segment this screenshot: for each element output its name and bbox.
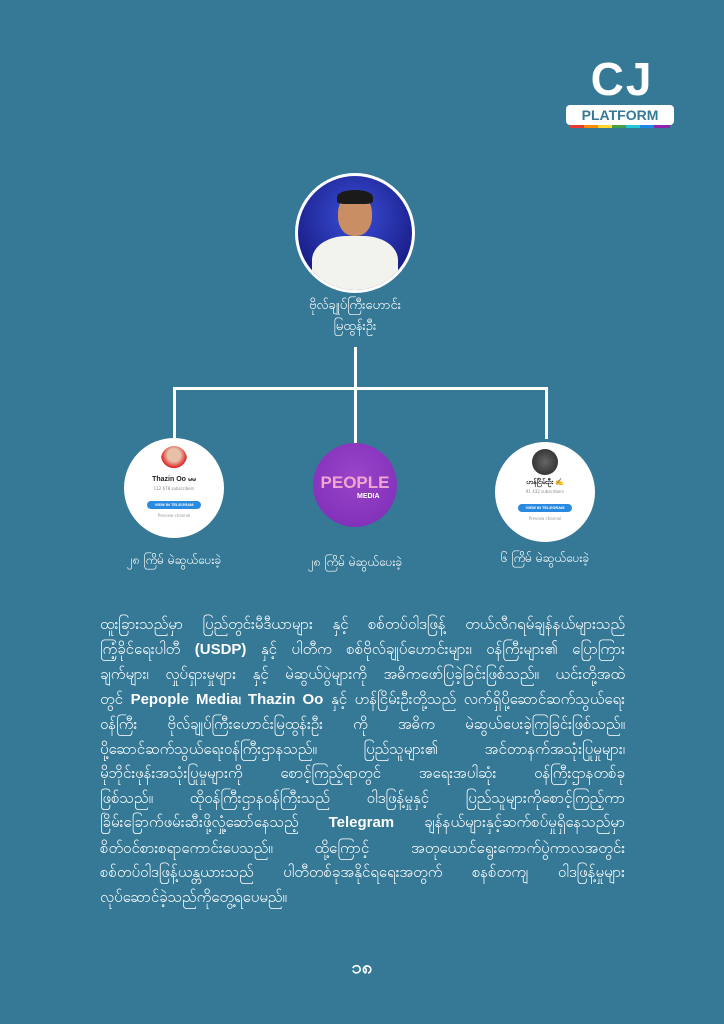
paragraph-line: တွင် Pepople Media၊ Thazin Oo နှင့် ဟန်င…: [100, 687, 625, 713]
tree-connector-middle: [354, 387, 357, 443]
text-segment: ဖြစ်သည်။ ထိုဝန်ကြီးဌာနဝန်ကြီးသည် ဝါဒဖြန့…: [100, 788, 625, 807]
channel-title: Thazin Oo မမ: [152, 476, 196, 483]
preview-channel-label: Preview channel: [157, 513, 191, 518]
caption-han-nyein-oo: ၆ ကြိမ် မဲဆွယ်ပေးခဲ့: [500, 551, 590, 565]
text-segment: နှင့် ဟန်ငြိမ်းဦးတို့သည် လက်ရှိပို့ဆောင်…: [323, 689, 625, 708]
paragraph-line: ကြံ့ခိုင်ရေးပါတီ (USDP) နှင့် ပါတီက စစ်ဗ…: [100, 637, 625, 663]
caption-thazin-oo: ၂၈ ကြိမ် မဲဆွယ်ပေးခဲ့: [126, 553, 222, 567]
tree-connector-left: [173, 387, 176, 439]
channel-avatar: [532, 449, 558, 475]
bold-text: Pepople Media၊ Thazin Oo: [130, 690, 324, 708]
text-segment: ချန်နယ်များနှင့်ဆက်စပ်မှုရှိနေသည်မှာ: [394, 813, 625, 831]
people-media-logo: PEOPLE MEDIA: [313, 443, 397, 527]
view-in-telegram-button[interactable]: VIEW IN TELEGRAM: [517, 504, 573, 512]
paragraph-line: လုပ်ဆောင်ခဲ့သည်ကိုတွေ့ရပေမည်။: [100, 885, 625, 910]
tree-connector-vertical: [354, 347, 357, 389]
bold-text: Telegram: [328, 814, 395, 831]
text-segment: စိတ်ဝင်စားစရာကောင်းပေသည်။ ထို့ကြောင့် အတ…: [100, 838, 625, 857]
channel-subscribers: 112 678 subscribers: [153, 486, 195, 491]
tree-connector-right: [545, 387, 548, 439]
minister-name-line2: မြထွန်းဦး: [333, 319, 377, 334]
preview-channel-label: Preview channel: [528, 516, 562, 521]
text-segment: ချက်များ၊ လှုပ်ရှားမှုများ နှင့် မဲဆွယ်ပ…: [100, 665, 625, 683]
paragraph-line: ဝန်ကြီး ဗိုလ်ချုပ်ကြီးဟောင်းမြထွန်းဦး ကိ…: [100, 712, 625, 737]
text-segment: စစ်တပ်ဝါဒဖြန့်ယန္တယားသည် ပါတီတစ်ခုအနိုင်…: [100, 863, 625, 881]
text-segment: ထူးခြားသည်မှာ ပြည်တွင်းမီဒီယာများ နှင့် …: [100, 615, 625, 633]
text-segment: လုပ်ဆောင်ခဲ့သည်ကိုတွေ့ရပေမည်။: [100, 887, 287, 906]
channel-title: ဟန်ငြိမ်းဦး ✍: [526, 479, 564, 486]
minister-portrait: [295, 173, 415, 293]
body-paragraph: ထူးခြားသည်မှာ ပြည်တွင်းမီဒီယာများ နှင့် …: [100, 612, 625, 909]
channel-card-han-nyein-oo: ဟန်ငြိမ်းဦး ✍ 91 432 subscribers VIEW IN…: [495, 442, 595, 542]
logo-platform: PLATFORM: [566, 105, 674, 125]
minister-name-line1: ဗိုလ်ချုပ်ကြီးဟောင်း: [308, 298, 402, 313]
caption-people-media: ၂၈ ကြိမ် မဲဆွယ်ပေးခဲ့: [307, 555, 403, 569]
paragraph-line: မိုဘိုင်းဖုန်းအသုံးပြုမှုများကို စောင့်က…: [100, 761, 625, 786]
paragraph-line: ချက်များ၊ လှုပ်ရှားမှုများ နှင့် မဲဆွယ်ပ…: [100, 662, 625, 687]
paragraph-line: စစ်တပ်ဝါဒဖြန့်ယန္တယားသည် ပါတီတစ်ခုအနိုင်…: [100, 860, 625, 885]
paragraph-line: ပို့ဆောင်ဆက်သွယ်ရေးဝန်ကြီးဌာနသည်။ ပြည်သူ…: [100, 737, 625, 762]
text-segment: ပို့ဆောင်ဆက်သွယ်ရေးဝန်ကြီးဌာနသည်။ ပြည်သူ…: [100, 739, 625, 758]
channel-card-thazin-oo: Thazin Oo မမ 112 678 subscribers VIEW IN…: [124, 438, 224, 538]
view-in-telegram-button[interactable]: VIEW IN TELEGRAM: [146, 501, 202, 509]
page-number: ၁၈: [351, 957, 373, 978]
tree-connector-horizontal: [173, 387, 548, 390]
text-segment: ကြံ့ခိုင်ရေးပါတီ: [100, 639, 195, 658]
paragraph-line: စိတ်ဝင်စားစရာကောင်းပေသည်။ ထို့ကြောင့် အတ…: [100, 836, 625, 861]
text-segment: နှင့် ပါတီက စစ်ဗိုလ်ချုပ်ဟောင်းများ၊ ဝန်…: [246, 639, 625, 658]
text-segment: ဝန်ကြီး ဗိုလ်ချုပ်ကြီးဟောင်းမြထွန်းဦး ကိ…: [100, 715, 625, 733]
paragraph-line: ဖြစ်သည်။ ထိုဝန်ကြီးဌာနဝန်ကြီးသည် ဝါဒဖြန့…: [100, 786, 625, 811]
paragraph-line: ခြိမ်းခြောက်ဖမ်းဆီးဖို့လှုံ့ဆော်နေသည့် T…: [100, 810, 625, 836]
text-segment: တွင်: [100, 689, 131, 708]
text-segment: မိုဘိုင်းဖုန်းအသုံးပြုမှုများကို စောင့်က…: [100, 764, 625, 782]
channel-avatar: [161, 446, 187, 472]
people-media-word: PEOPLE: [320, 473, 390, 492]
bold-text: (USDP): [194, 640, 247, 658]
logo-cj: CJ: [590, 53, 654, 105]
people-media-sub: MEDIA: [357, 493, 380, 500]
cj-platform-logo: CJ PLATFORM: [566, 55, 674, 129]
channel-subscribers: 91 432 subscribers: [525, 489, 565, 494]
paragraph-line: ထူးခြားသည်မှာ ပြည်တွင်းမီဒီယာများ နှင့် …: [100, 612, 625, 637]
text-segment: ခြိမ်းခြောက်ဖမ်းဆီးဖို့လှုံ့ဆော်နေသည့်: [100, 813, 329, 831]
logo-rainbow-bar: [570, 125, 670, 128]
